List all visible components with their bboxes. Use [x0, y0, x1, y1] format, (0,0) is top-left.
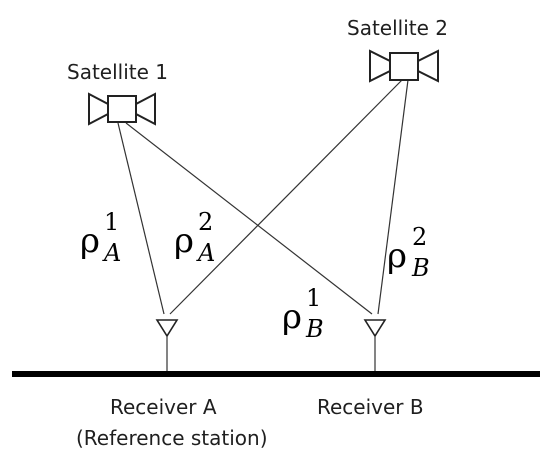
range-label-rho-b1: ρ 1 B — [282, 284, 324, 343]
signal-line-sat1-receiver-a — [117, 122, 165, 315]
satellite-2-right-panel — [417, 49, 439, 83]
svg-text:1: 1 — [104, 208, 119, 236]
svg-text:A: A — [102, 239, 121, 267]
satellite-1-left-panel — [88, 92, 109, 126]
satellite-2-label: Satellite 2 — [347, 16, 448, 40]
svg-text:ρ: ρ — [282, 297, 302, 337]
svg-text:ρ: ρ — [80, 221, 100, 261]
svg-text:1: 1 — [306, 284, 321, 312]
satellite-1-body — [107, 95, 137, 123]
signal-line-sat1-receiver-b — [125, 122, 373, 315]
signal-line-sat2-receiver-a — [169, 79, 403, 315]
svg-text:2: 2 — [412, 223, 427, 251]
satellite-2 — [369, 49, 439, 83]
satellite-1-right-panel — [135, 92, 156, 126]
satellite-2-left-panel — [369, 49, 391, 83]
svg-text:B: B — [411, 254, 430, 282]
satellite-1-label: Satellite 1 — [67, 60, 168, 84]
receiver-a-label: Receiver A — [110, 395, 217, 419]
svg-text:B: B — [305, 315, 324, 343]
range-label-rho-a1: ρ 1 A — [80, 208, 121, 267]
svg-text:ρ: ρ — [174, 221, 194, 261]
receiver-b-label: Receiver B — [317, 395, 424, 419]
signal-line-sat2-receiver-b — [377, 79, 409, 315]
range-label-rho-a2: ρ 2 A — [174, 208, 215, 267]
svg-text:ρ: ρ — [387, 236, 407, 276]
svg-text:2: 2 — [198, 208, 213, 236]
satellite-1 — [88, 92, 156, 126]
receiver-b-antenna — [363, 319, 387, 372]
receiver-a-antenna — [155, 319, 179, 372]
satellite-2-body — [389, 52, 419, 81]
receiver-a-sublabel: (Reference station) — [76, 426, 268, 450]
range-label-rho-b2: ρ 2 B — [387, 223, 430, 282]
svg-text:A: A — [196, 239, 215, 267]
